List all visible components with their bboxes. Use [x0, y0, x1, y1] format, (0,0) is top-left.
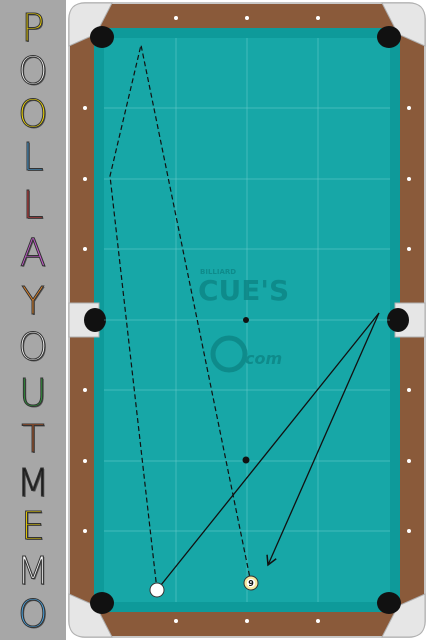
foot-spot: [242, 456, 250, 464]
nine-ball-label: 9: [248, 579, 254, 588]
pocket-side-left: [84, 308, 106, 332]
pool-table[interactable]: BILLIARD CUE'S com 9: [66, 0, 427, 640]
title-letter: E: [20, 504, 45, 548]
watermark-small-text: BILLIARD: [200, 268, 236, 276]
pocket-top-left: [90, 26, 114, 48]
title-letter: A: [20, 231, 47, 275]
dashed-shot-path: [109, 44, 251, 591]
center-spot: [243, 317, 249, 323]
watermark: BILLIARD CUE'S com: [198, 268, 289, 373]
cloth-grid: [104, 38, 390, 602]
pockets: [84, 26, 409, 614]
title-letter: L: [22, 183, 44, 227]
title-letter: O: [18, 92, 49, 136]
rail-diamonds: [83, 16, 411, 623]
title-letter: O: [18, 325, 49, 369]
title-letter: P: [21, 6, 45, 50]
nine-ball[interactable]: 9: [243, 575, 259, 591]
cue-ball-path: [156, 312, 380, 591]
title-letter: M: [16, 461, 50, 505]
title-letter: O: [18, 49, 49, 93]
title-letter: M: [16, 549, 50, 593]
watermark-domain-text: com: [245, 349, 282, 368]
cue-ball[interactable]: [149, 582, 165, 598]
title-letter: Y: [21, 279, 45, 323]
title-letter: T: [21, 417, 45, 461]
watermark-logo-icon: [210, 335, 248, 373]
pocket-side-right: [387, 308, 409, 332]
watermark-brand-text: CUE'S: [198, 274, 289, 307]
cue-ball-return-arrow: [266, 312, 380, 567]
title-letter: L: [22, 135, 44, 179]
pocket-bottom-left: [90, 592, 114, 614]
pocket-bottom-right: [377, 592, 401, 614]
title-letter: U: [19, 371, 48, 415]
pocket-top-right: [377, 26, 401, 48]
title-letter: O: [18, 592, 49, 636]
